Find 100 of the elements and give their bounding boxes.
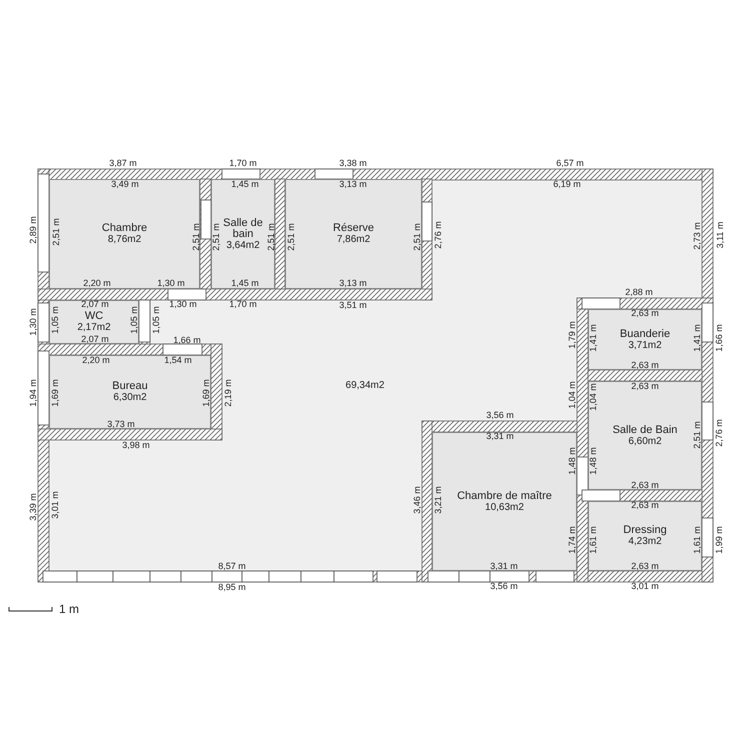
dimension-label: 3,13 m bbox=[339, 179, 367, 189]
dimension-label: 2,63 m bbox=[631, 308, 659, 318]
dimension-label: 6,19 m bbox=[553, 179, 581, 189]
room-name: Bureau bbox=[112, 381, 148, 392]
room bbox=[588, 501, 702, 571]
dimension-label: 3,01 m bbox=[50, 491, 60, 519]
dimension-label: 3,51 m bbox=[339, 300, 367, 310]
dimension-label: 1,70 m bbox=[229, 299, 257, 309]
dimension-label: 1,45 m bbox=[231, 278, 259, 288]
room-name: Chambre bbox=[102, 223, 148, 234]
dimension-label: 1,30 m bbox=[28, 308, 38, 336]
room bbox=[211, 179, 275, 289]
dimension-label: 3,13 m bbox=[339, 278, 367, 288]
dimension-label: 2,63 m bbox=[631, 561, 659, 571]
dimension-label: 1,79 m bbox=[567, 321, 577, 349]
dimension-label: 1,61 m bbox=[588, 526, 598, 554]
room bbox=[49, 355, 211, 429]
room bbox=[588, 309, 702, 370]
room-name: Salle de Bain bbox=[612, 424, 678, 436]
dimension-label: 2,89 m bbox=[28, 216, 38, 244]
dimension-label: 3,56 m bbox=[486, 410, 514, 420]
dimension-label: 1,48 m bbox=[567, 447, 577, 475]
area-label: 10,63m2 bbox=[485, 502, 524, 512]
room-name: Dressing bbox=[623, 525, 667, 536]
dimension-label: 1,04 m bbox=[567, 381, 577, 409]
dimension-label: 1,70 m bbox=[229, 158, 257, 168]
dimension-label: 3,39 m bbox=[28, 493, 38, 521]
area-label: 3,71m2 bbox=[628, 340, 662, 350]
room-name: Réserve bbox=[333, 223, 374, 234]
dimension-label: 2,63 m bbox=[631, 360, 659, 370]
room-name: WC bbox=[84, 311, 104, 322]
area-label: 3,64m2 bbox=[226, 240, 260, 250]
area-label: 8,76m2 bbox=[108, 234, 142, 245]
dimension-label: 2,76 m bbox=[714, 419, 724, 447]
dimension-label: 8,95 m bbox=[218, 582, 246, 592]
dimension-label: 1,41 m bbox=[588, 324, 598, 352]
area-label: 7,86m2 bbox=[336, 234, 370, 245]
dimension-label: 1,45 m bbox=[231, 179, 259, 189]
dimension-label: 1,54 m bbox=[164, 355, 192, 365]
dimension-label: 6,57 m bbox=[556, 158, 584, 168]
dimension-label: 1,99 m bbox=[714, 526, 724, 554]
dimension-label: 3,11 m bbox=[715, 222, 725, 248]
dimension-label: 2,63 m bbox=[631, 381, 659, 391]
room bbox=[49, 300, 139, 344]
dimension-label: 2,51 m bbox=[412, 223, 422, 251]
dimension-label: 1,66 m bbox=[173, 335, 201, 345]
dimension-label: 3,73 m bbox=[107, 419, 135, 429]
dimension-label: 1,30 m bbox=[157, 278, 185, 288]
dimension-label: 2,51 m bbox=[51, 218, 61, 246]
dimension-label: 1,48 m bbox=[588, 447, 598, 475]
area-label: 6,60m2 bbox=[628, 436, 662, 446]
dimension-label: 3,01 m bbox=[631, 581, 659, 591]
dimension-label: 1,94 m bbox=[28, 379, 38, 407]
room bbox=[49, 179, 200, 289]
dimension-label: 2,51 m bbox=[692, 421, 702, 449]
dimension-label: 2,19 m bbox=[223, 379, 233, 407]
dimension-label: 2,51 m bbox=[286, 223, 296, 251]
room-name: Salle de bain bbox=[223, 218, 263, 240]
dimension-label: 2,51 m bbox=[266, 223, 276, 251]
dimension-label: 3,21 m bbox=[433, 486, 443, 514]
dimension-label: 1,66 m bbox=[714, 324, 724, 352]
dimension-label: 3,87 m bbox=[109, 158, 137, 168]
dimension-label: 1,74 m bbox=[567, 526, 577, 554]
dimension-label: 2,73 m bbox=[692, 222, 702, 250]
area-label: 2,17m2 bbox=[77, 322, 111, 333]
room bbox=[285, 179, 422, 289]
dimension-label: 3,31 m bbox=[490, 561, 518, 571]
dimension-label: 8,57 m bbox=[218, 561, 246, 571]
room-name: Chambre de maître bbox=[457, 490, 552, 502]
dimension-label: 2,51 m bbox=[211, 223, 221, 251]
dimension-label: 1,69 m bbox=[50, 379, 60, 407]
dimension-label: 2,63 m bbox=[631, 500, 659, 510]
dimension-label: 3,38 m bbox=[339, 158, 367, 168]
area-label: 4,23m2 bbox=[628, 536, 662, 547]
dimension-label: 2,20 m bbox=[82, 355, 110, 365]
dimension-label: 3,98 m bbox=[122, 440, 150, 450]
dimension-label: 3,46 m bbox=[412, 486, 422, 514]
dimension-label: 1,04 m bbox=[588, 383, 598, 411]
dimension-label: 1,61 m bbox=[692, 526, 702, 554]
dimension-label: 1,05 m bbox=[50, 306, 60, 334]
dimension-label: 2,51 m bbox=[191, 223, 201, 251]
dimension-label: 3,31 m bbox=[486, 431, 514, 441]
dimension-label: 2,07 m bbox=[81, 334, 109, 344]
dimension-label: 2,20 m bbox=[83, 278, 111, 288]
dimension-label: 3,56 m bbox=[490, 581, 518, 591]
dimension-label: 1,41 m bbox=[692, 324, 702, 352]
room bbox=[588, 381, 702, 490]
dimension-label: 3,49 m bbox=[111, 179, 139, 189]
dimension-label: 2,63 m bbox=[631, 480, 659, 490]
dimension-label: 2,88 m bbox=[625, 287, 653, 297]
dimension-label: 1,05 m bbox=[151, 306, 161, 334]
room bbox=[432, 432, 577, 571]
room-name: Buanderie bbox=[620, 328, 670, 340]
scale-label: 1 m bbox=[59, 604, 79, 614]
dimension-label: 1,30 m bbox=[169, 299, 197, 309]
dimension-label: 1,69 m bbox=[201, 379, 211, 407]
dimension-label: 2,76 m bbox=[433, 221, 443, 249]
dimension-label: 1,05 m bbox=[129, 306, 139, 334]
area-label: 69,34m2 bbox=[346, 380, 384, 390]
area-label: 6,30m2 bbox=[113, 392, 147, 403]
